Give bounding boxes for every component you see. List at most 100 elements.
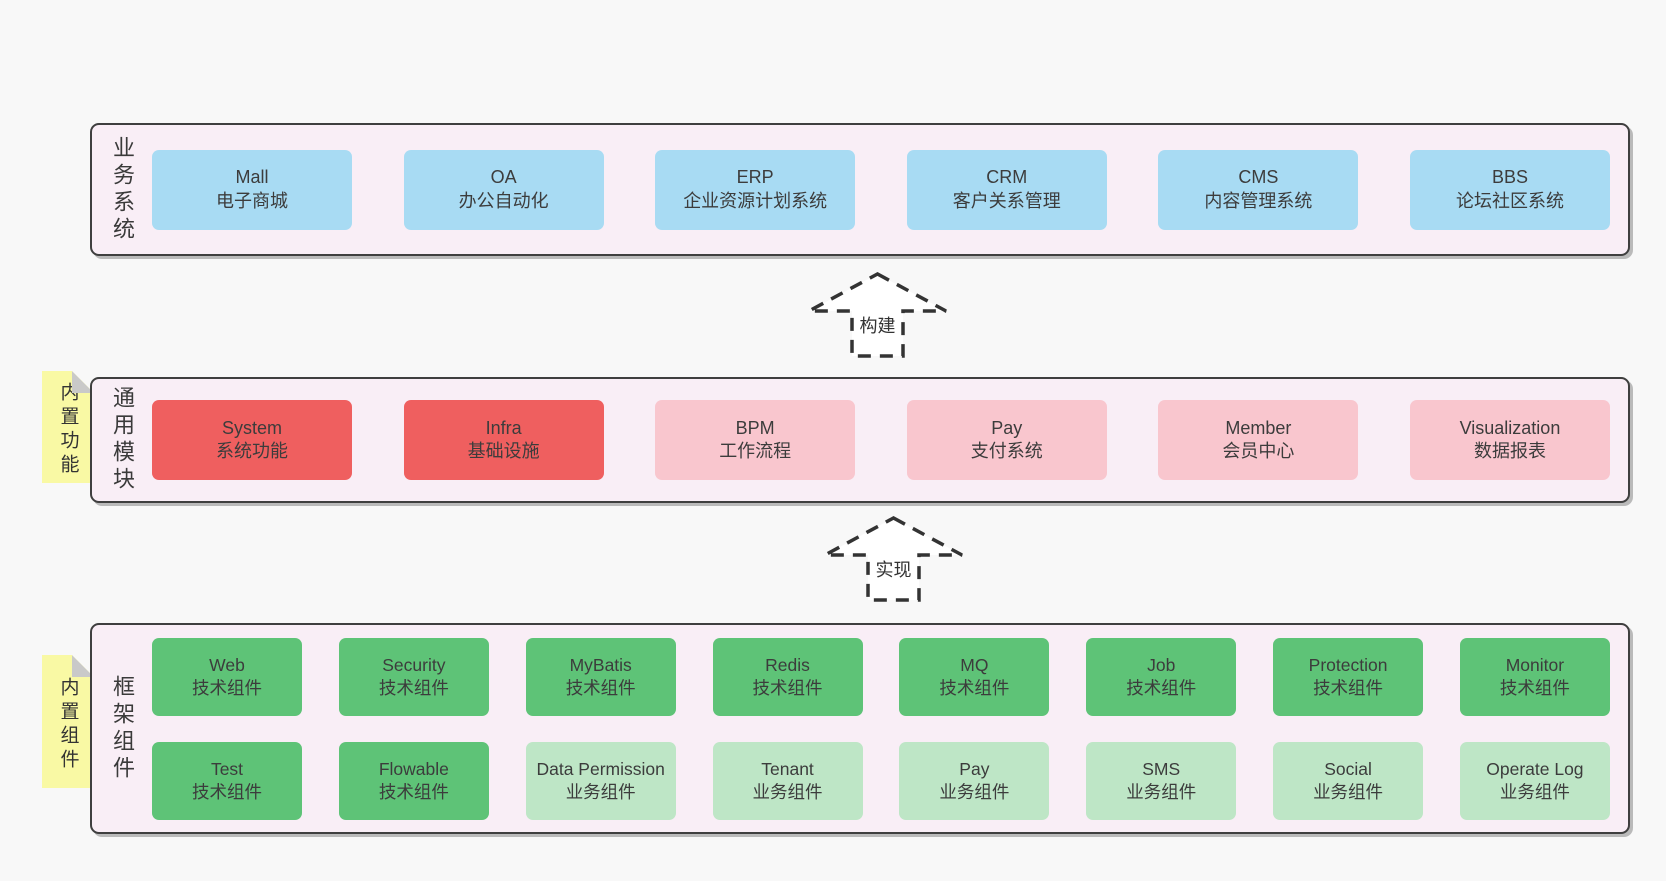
box-title: Redis xyxy=(765,655,810,676)
box-subtitle: 工作流程 xyxy=(719,441,792,461)
box-subtitle: 技术组件 xyxy=(1499,677,1570,698)
box-subtitle: 内容管理系统 xyxy=(1204,190,1313,211)
box-subtitle: 数据报表 xyxy=(1473,441,1546,461)
sticky-tag-label: 内置功能 xyxy=(57,382,79,478)
box-title: Pay xyxy=(959,759,990,780)
box-subtitle: 客户关系管理 xyxy=(952,190,1061,211)
box-subtitle: 技术组件 xyxy=(752,677,823,698)
box-bpm: BPM 工作流程 xyxy=(655,400,856,480)
arrow-build: 构建 xyxy=(807,272,948,358)
box-title: Job xyxy=(1147,655,1176,676)
box-subtitle: 支付系统 xyxy=(970,441,1043,461)
box-title: Security xyxy=(382,655,446,676)
box-subtitle: 业务组件 xyxy=(1499,781,1570,802)
box-title: BBS xyxy=(1491,167,1528,188)
sticky-tag-label: 内置组件 xyxy=(57,676,79,773)
box-title: Monitor xyxy=(1505,655,1565,676)
box-title: SMS xyxy=(1142,759,1181,780)
box-title: OA xyxy=(490,167,517,188)
box-title: Operate Log xyxy=(1486,759,1584,780)
box-infra: Infra 基础设施 xyxy=(403,400,604,480)
box-subtitle: 技术组件 xyxy=(1313,677,1384,698)
box-subtitle: 技术组件 xyxy=(192,781,262,802)
box-subtitle: 技术组件 xyxy=(378,781,449,802)
box-subtitle: 技术组件 xyxy=(939,677,1010,698)
box-subtitle: 业务组件 xyxy=(565,781,636,802)
box-title: Member xyxy=(1225,417,1292,438)
arrow-implement: 实现 xyxy=(823,516,964,602)
arrow-build-label: 构建 xyxy=(856,312,899,338)
box-subtitle: 业务组件 xyxy=(1313,781,1384,802)
sticky-tag-builtin-components: 内置组件 xyxy=(42,655,94,788)
box-subtitle: 技术组件 xyxy=(192,677,262,698)
box-title: System xyxy=(221,417,282,438)
box-title: Tenant xyxy=(761,759,814,780)
box-title: Mall xyxy=(235,167,269,188)
box-subtitle: 企业资源计划系统 xyxy=(683,190,828,211)
box-title: Web xyxy=(209,655,245,676)
box-title: MyBatis xyxy=(569,655,632,676)
box-title: ERP xyxy=(736,167,774,188)
box-title: Pay xyxy=(991,417,1023,438)
box-title: Test xyxy=(210,759,244,780)
box-pay: Pay 支付系统 xyxy=(906,400,1107,480)
box-subtitle: 技术组件 xyxy=(565,677,636,698)
layer-label-business-systems: 业务系统 xyxy=(110,135,135,244)
layer-common-modules: 通用模块 System 系统功能 Infra 基础设施 BPM 工作流程 Pay 支付系统 Me… xyxy=(90,377,1630,503)
box-subtitle: 技术组件 xyxy=(1126,677,1197,698)
box-title: Social xyxy=(1324,759,1372,780)
box-title: CRM xyxy=(986,167,1028,188)
box-subtitle: 办公自动化 xyxy=(458,190,549,211)
box-subtitle: 基础设施 xyxy=(467,441,540,461)
box-title: MQ xyxy=(960,655,989,676)
arrow-implement-label: 实现 xyxy=(872,556,915,582)
box-system: System 系统功能 xyxy=(152,400,352,480)
box-visualization: Visualization 数据报表 xyxy=(1409,400,1610,480)
layer-label-framework-components: 框架组件 xyxy=(110,674,135,783)
box-title: CMS xyxy=(1238,167,1279,188)
box-subtitle: 系统功能 xyxy=(216,441,288,461)
box-title: BPM xyxy=(735,417,775,438)
layer-label-common-modules: 通用模块 xyxy=(110,386,135,494)
box-subtitle: 业务组件 xyxy=(752,781,823,802)
box-subtitle: 论坛社区系统 xyxy=(1455,190,1564,211)
box-title: Data Permission xyxy=(536,759,665,780)
box-subtitle: 业务组件 xyxy=(939,781,1010,802)
box-subtitle: 业务组件 xyxy=(1126,781,1197,802)
box-title: Visualization xyxy=(1459,417,1561,438)
box-title: Flowable xyxy=(378,759,449,780)
box-subtitle: 技术组件 xyxy=(378,677,449,698)
box-title: Protection xyxy=(1308,655,1388,676)
sticky-tag-builtin-features: 内置功能 xyxy=(42,371,94,483)
box-title: Infra xyxy=(485,417,522,438)
